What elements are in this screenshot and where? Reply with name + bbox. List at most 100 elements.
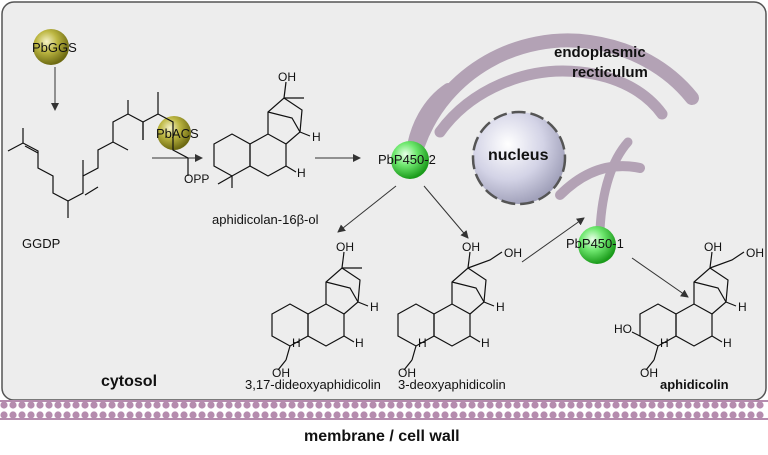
lipid-head [333,411,341,419]
atom-oh: OH [704,240,722,254]
lipid-head [216,411,224,419]
lipid-head [432,401,440,409]
lipid-head [603,401,611,409]
lipid-head [423,411,431,419]
lipid-head [648,411,656,419]
atom-oh: OH [504,246,522,260]
arrow-to-aphidicolin [631,257,689,298]
lipid-head [387,411,395,419]
lipid-head [495,401,503,409]
lipid-head [459,401,467,409]
lipid-head [423,401,431,409]
lipid-head [288,411,296,419]
lipid-head [756,411,764,419]
atom-h: H [723,336,732,350]
lipid-head [126,401,134,409]
lipid-head [18,411,26,419]
ggdp-label: GGDP [22,236,61,251]
lipid-head [297,401,305,409]
lipid-head [135,401,143,409]
membrane-band [0,400,768,420]
atom-oh: OH [278,70,296,84]
lipid-head [117,401,125,409]
pbp450-1-label: PbP450-1 [566,236,624,251]
pbggs-sphere [33,29,69,65]
lipid-head [747,401,755,409]
lipid-head [270,401,278,409]
lipid-head [594,411,602,419]
lipid-head [504,401,512,409]
lipid-head [477,411,485,419]
lipid-head [306,401,314,409]
lipid-head [171,411,179,419]
aphidicolin-structure [631,251,745,371]
lipid-head [396,411,404,419]
arrow-to-deoxy [423,185,469,239]
lipid-head [567,411,575,419]
pbggs-label: PbGGS [32,40,77,55]
lipid-head [342,401,350,409]
lipid-head [702,401,710,409]
cytosol-label: cytosol [101,373,158,390]
lipid-head [369,401,377,409]
lipid-head [351,401,359,409]
lipid-head [621,401,629,409]
lipid-head [684,411,692,419]
lipid-head [558,411,566,419]
lipid-head [252,411,260,419]
lipid-head [180,411,188,419]
lipid-head [0,411,8,419]
aphidicolin-label: aphidicolin [660,377,729,392]
lipid-head [324,401,332,409]
atom-h: H [292,336,301,350]
pbacs-sphere [157,116,191,150]
pbp450-1-sphere [578,226,616,264]
lipid-head [360,411,368,419]
arrow-to-p450-1 [521,217,585,263]
lipid-head [279,411,287,419]
lipid-head [9,411,17,419]
lipid-head [468,401,476,409]
lipid-head [621,411,629,419]
deoxy-label: 3-deoxyaphidicolin [398,377,506,392]
lipid-head [477,401,485,409]
lipid-head [378,401,386,409]
lipid-head [90,411,98,419]
lipid-head [405,401,413,409]
lipid-head [540,411,548,419]
lipid-head [729,401,737,409]
lipid-head [360,401,368,409]
lipid-head [540,401,548,409]
lipid-head [369,411,377,419]
atom-oh: OH [398,366,416,380]
lipid-head [171,401,179,409]
membrane-label: membrane / cell wall [304,428,460,445]
lipid-head [513,411,521,419]
lipid-head [666,411,674,419]
lipid-head [252,401,260,409]
lipid-head [45,411,53,419]
lipid-head [27,401,35,409]
lipid-head [99,401,107,409]
deoxy-structure [397,251,503,371]
lipid-head [702,411,710,419]
nucleus-label: nucleus [488,147,549,164]
lipid-head [711,411,719,419]
lipid-head [396,401,404,409]
lipid-head [54,401,62,409]
atom-oh: OH [746,246,764,260]
lipid-head [441,401,449,409]
opp-atom: OPP [184,172,210,186]
lipid-head [612,411,620,419]
lipid-head [81,401,89,409]
lipid-head [198,411,206,419]
lipid-head [729,411,737,419]
lipid-head [486,411,494,419]
lipid-head [486,401,494,409]
lipid-head [504,411,512,419]
lipid-head [225,411,233,419]
lipid-head [315,411,323,419]
aphidicolanol-label: aphidicolan-16β-ol [212,212,319,227]
lipid-head [405,411,413,419]
